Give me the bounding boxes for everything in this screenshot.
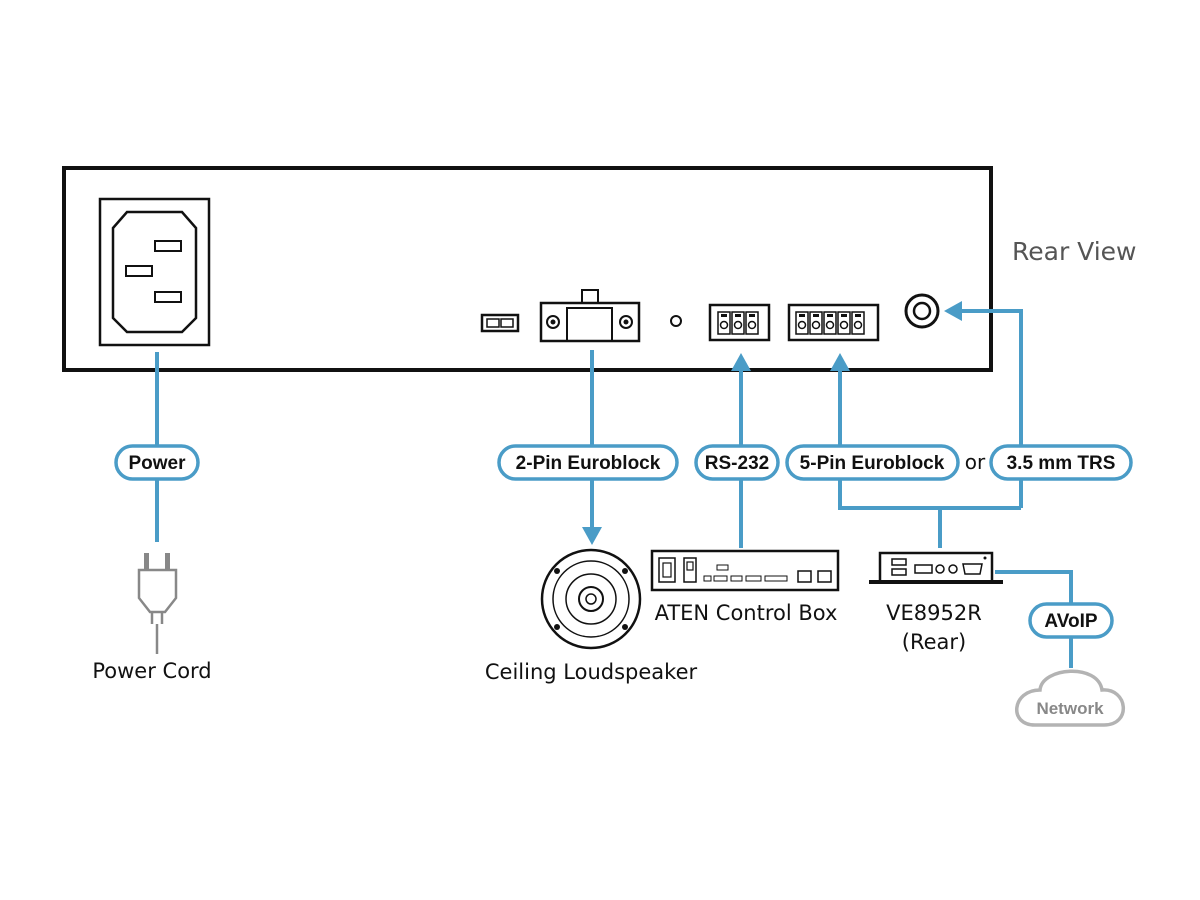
terminal-slot [841,314,847,317]
terminal-screw [853,320,863,330]
power-cord-label: Power Cord [92,659,211,683]
terminal-screw [811,320,821,330]
pill-avoip: AVoIP [1028,602,1114,639]
pill-trs: 3.5 mm TRS [989,444,1133,481]
ve8952r-sublabel: (Rear) [902,630,966,654]
pill-rs232: RS-232 [694,444,780,481]
terminal-cell [795,311,809,335]
two-pin-euroblock-port [539,289,641,343]
terminal-slot [799,314,805,317]
control-box-icon [650,549,840,592]
power-cord-icon [137,553,178,654]
terminal-screw [797,320,807,330]
terminal-slot [749,314,755,317]
loudspeaker-label: Ceiling Loudspeaker [485,660,698,684]
svg-text:AVoIP: AVoIP [1044,611,1097,632]
rs232-port [708,303,771,342]
terminal-slot [813,314,819,317]
terminal-cell [823,311,837,335]
terminal-screw [747,320,757,330]
terminal-cell [837,311,851,335]
terminal-screw [839,320,849,330]
terminal-cell [731,311,745,335]
pill-five-pin-euroblock: 5-Pin Euroblock [785,444,960,481]
network-label: Network [1036,699,1104,718]
terminal-slot [721,314,727,317]
device-rear-panel [62,166,993,372]
control-box-label: ATEN Control Box [655,601,838,625]
terminal-slot [827,314,833,317]
terminal-cell [717,311,731,335]
svg-text:2-Pin Euroblock: 2-Pin Euroblock [516,453,661,474]
svg-text:5-Pin Euroblock: 5-Pin Euroblock [800,453,945,474]
svg-text:3.5 mm TRS: 3.5 mm TRS [1007,453,1116,474]
power-inlet [98,197,211,347]
or-label: or [965,450,986,474]
rear-view-label: Rear View [1012,237,1137,266]
ceiling-loudspeaker-icon [540,548,642,650]
svg-text:Power: Power [128,453,186,474]
terminal-slot [855,314,861,317]
switch-port [480,313,520,333]
pill-power: Power [114,444,200,481]
terminal-cell [809,311,823,335]
terminal-cell [851,311,865,335]
terminal-screw [719,320,729,330]
five-pin-euroblock-port [787,303,880,342]
terminal-screw [825,320,835,330]
terminal-screw [733,320,743,330]
network-cloud-icon: Network [1015,669,1125,727]
svg-text:RS-232: RS-232 [705,453,769,474]
terminal-slot [735,314,741,317]
indicator-hole [670,315,682,327]
arrowheads [582,301,962,545]
pill-two-pin-euroblock: 2-Pin Euroblock [497,444,679,481]
ve8952r-icon [869,551,1003,584]
terminal-cell [745,311,759,335]
trs-jack-port [904,293,940,329]
ve8952r-label: VE8952R [886,601,982,625]
